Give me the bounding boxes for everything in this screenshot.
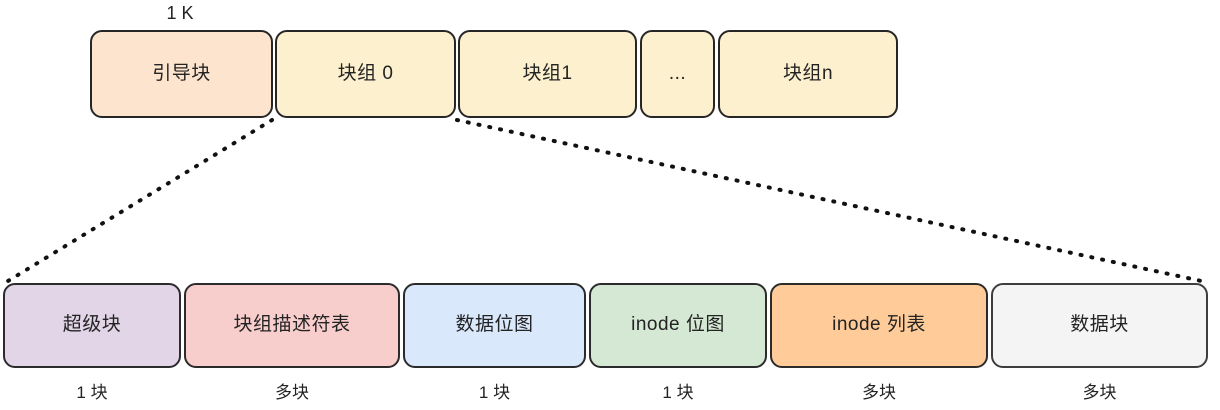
node-block-group-0-label: 块组 0 bbox=[337, 62, 394, 84]
node-boot-block[interactable]: 引导块 bbox=[90, 30, 273, 118]
node-super-block-size: 1 块 bbox=[76, 383, 108, 402]
node-data-blocks[interactable]: 数据块 bbox=[991, 283, 1208, 368]
right-expansion-line bbox=[455, 118, 1208, 284]
node-super-block[interactable]: 超级块 bbox=[3, 283, 181, 368]
node-data-bitmap-size: 1 块 bbox=[478, 383, 511, 402]
node-block-group-1-label: 块组1 bbox=[522, 62, 573, 84]
node-inode-bitmap-label: inode 位图 bbox=[631, 314, 725, 336]
node-group-descriptor-table-size: 多块 bbox=[275, 383, 309, 402]
node-super-block-label: 超级块 bbox=[62, 314, 122, 336]
node-inode-table-size: 多块 bbox=[862, 383, 896, 402]
node-group-descriptor-table-label: 块组描述符表 bbox=[233, 314, 351, 336]
node-block-group-ellipsis-label: ... bbox=[668, 62, 687, 84]
node-block-group-n-label: 块组n bbox=[782, 62, 834, 84]
node-inode-table-label: inode 列表 bbox=[832, 314, 926, 336]
node-inode-bitmap-size: 1 块 bbox=[662, 383, 694, 402]
node-inode-bitmap[interactable]: inode 位图 bbox=[589, 283, 767, 368]
node-boot-block-label: 引导块 bbox=[152, 62, 211, 84]
boot-block-size-caption: 1 K bbox=[166, 3, 194, 23]
left-expansion-line bbox=[6, 118, 274, 283]
node-data-bitmap[interactable]: 数据位图 bbox=[403, 283, 586, 368]
node-block-group-n[interactable]: 块组n bbox=[718, 30, 898, 118]
node-group-descriptor-table[interactable]: 块组描述符表 bbox=[184, 283, 400, 368]
node-block-group-1[interactable]: 块组1 bbox=[458, 30, 637, 118]
node-data-blocks-size: 多块 bbox=[1082, 383, 1117, 402]
node-data-blocks-label: 数据块 bbox=[1070, 314, 1129, 336]
node-block-group-0[interactable]: 块组 0 bbox=[275, 30, 456, 118]
node-data-bitmap-label: 数据位图 bbox=[455, 314, 534, 336]
node-inode-table[interactable]: inode 列表 bbox=[770, 283, 988, 368]
node-block-group-ellipsis[interactable]: ... bbox=[640, 30, 715, 118]
